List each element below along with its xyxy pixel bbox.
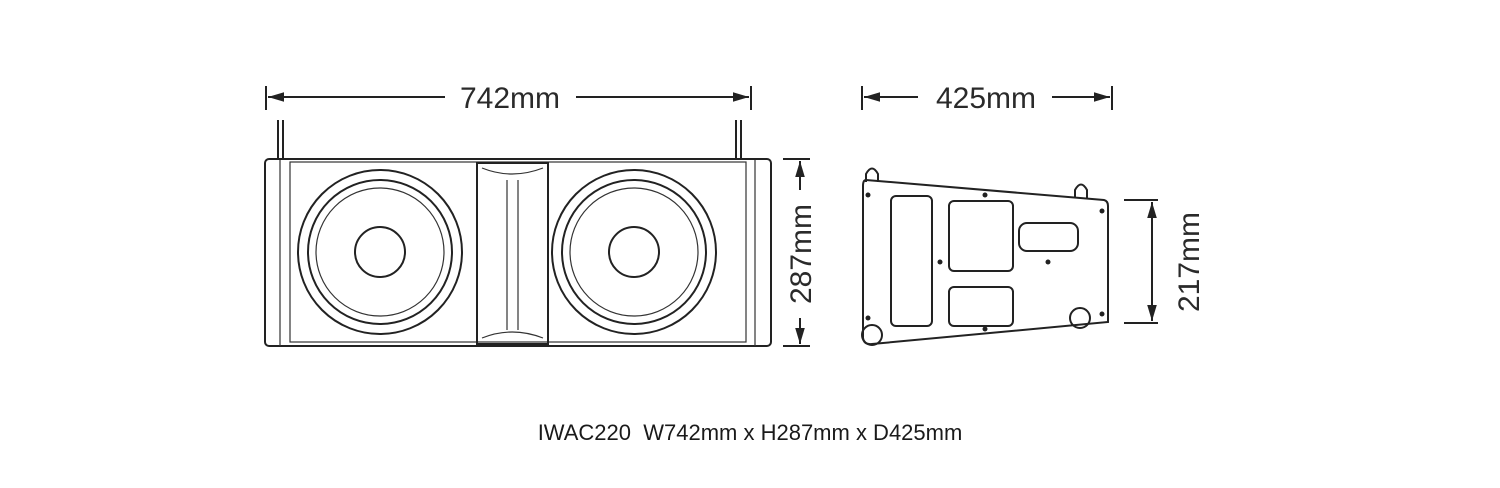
front-height-label: 287mm xyxy=(785,204,818,304)
woofer-left xyxy=(297,169,463,335)
side-depth-label: 425mm xyxy=(936,82,1036,115)
front-view xyxy=(264,120,772,347)
side-depth-dimension: 425mm xyxy=(861,82,1113,115)
woofer-right xyxy=(551,169,717,335)
model-caption: IWAC220 W742mm x H287mm x D425mm xyxy=(537,420,963,445)
front-height-dimension: 287mm xyxy=(783,158,818,347)
front-width-label: 742mm xyxy=(460,82,560,115)
front-width-dimension: 742mm xyxy=(265,82,752,115)
side-view xyxy=(861,167,1109,346)
side-height-dimension: 217mm xyxy=(1124,199,1206,324)
side-height-label: 217mm xyxy=(1173,212,1206,312)
